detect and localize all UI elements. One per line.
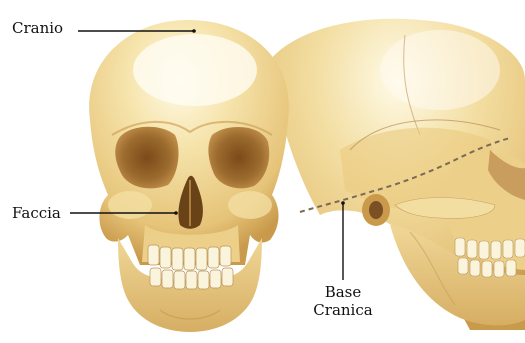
label-faccia: Faccia [12, 204, 61, 222]
upper-teeth [148, 245, 231, 270]
lower-teeth [150, 268, 233, 289]
lateral-skull [270, 19, 525, 330]
label-base-cranica: Base Cranica [310, 283, 376, 319]
label-base-line2: Cranica [310, 301, 376, 319]
frontal-skull [89, 20, 289, 332]
label-cranio: Cranio [12, 19, 63, 37]
label-base-line1: Base [310, 283, 376, 301]
